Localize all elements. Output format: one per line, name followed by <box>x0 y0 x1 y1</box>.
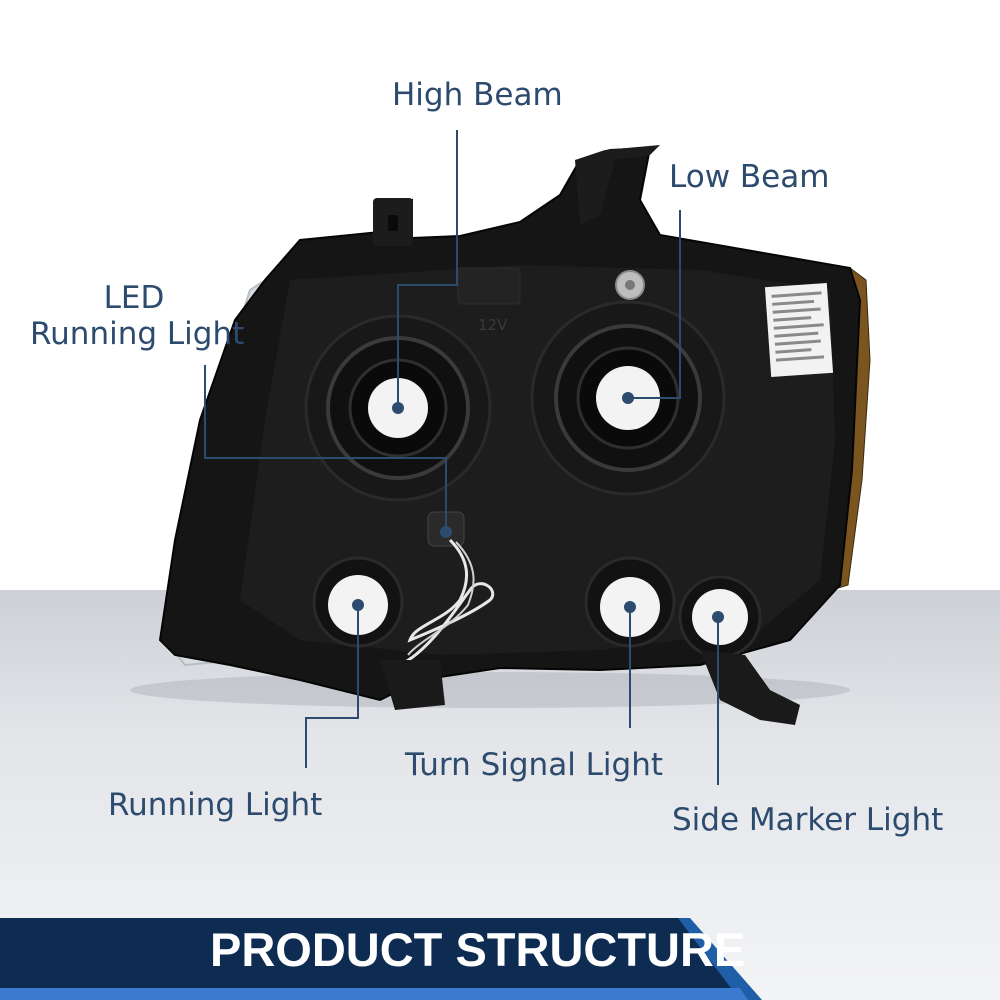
side-marker-dot <box>712 611 724 623</box>
bottom-bracket-right <box>700 650 800 725</box>
running-light-leader <box>305 605 359 768</box>
adjuster-bolt-center <box>625 280 635 290</box>
turn-signal-dot <box>624 601 636 613</box>
high-beam-label: High Beam <box>392 77 563 113</box>
product-sticker <box>764 282 834 378</box>
embossed-plate <box>457 267 521 305</box>
sticker-print <box>771 291 825 362</box>
mounting-tab-top <box>575 145 660 225</box>
high-beam-dot <box>392 402 404 414</box>
wire-harness <box>399 538 494 667</box>
voltage-marking: 12V <box>478 316 508 334</box>
led-running-leader <box>204 365 447 530</box>
running-light-label: Running Light <box>108 787 323 823</box>
low-beam-leader <box>628 210 681 399</box>
turn-signal-light-label: Turn Signal Light <box>405 747 664 783</box>
low-beam-label: Low Beam <box>669 159 830 195</box>
mounting-tab-slot <box>388 215 398 231</box>
banner-title: PRODUCT STRUCTURE <box>210 923 746 976</box>
leader-lines <box>204 130 719 785</box>
side-marker-light-label: Side Marker Light <box>672 802 944 838</box>
low-beam-dot <box>622 392 634 404</box>
bottom-bracket-left <box>380 660 445 710</box>
banner-background <box>0 918 740 1000</box>
leader-endpoints <box>352 392 724 623</box>
led-running-dot <box>440 526 452 538</box>
wire-harness-2 <box>407 541 475 656</box>
led-running-light-label-line2: Running Light <box>30 316 245 352</box>
running-light-dot <box>352 599 364 611</box>
high-beam-leader <box>397 130 458 408</box>
banner-accent <box>0 988 748 1000</box>
led-running-light-label-line1: LED <box>103 280 165 316</box>
